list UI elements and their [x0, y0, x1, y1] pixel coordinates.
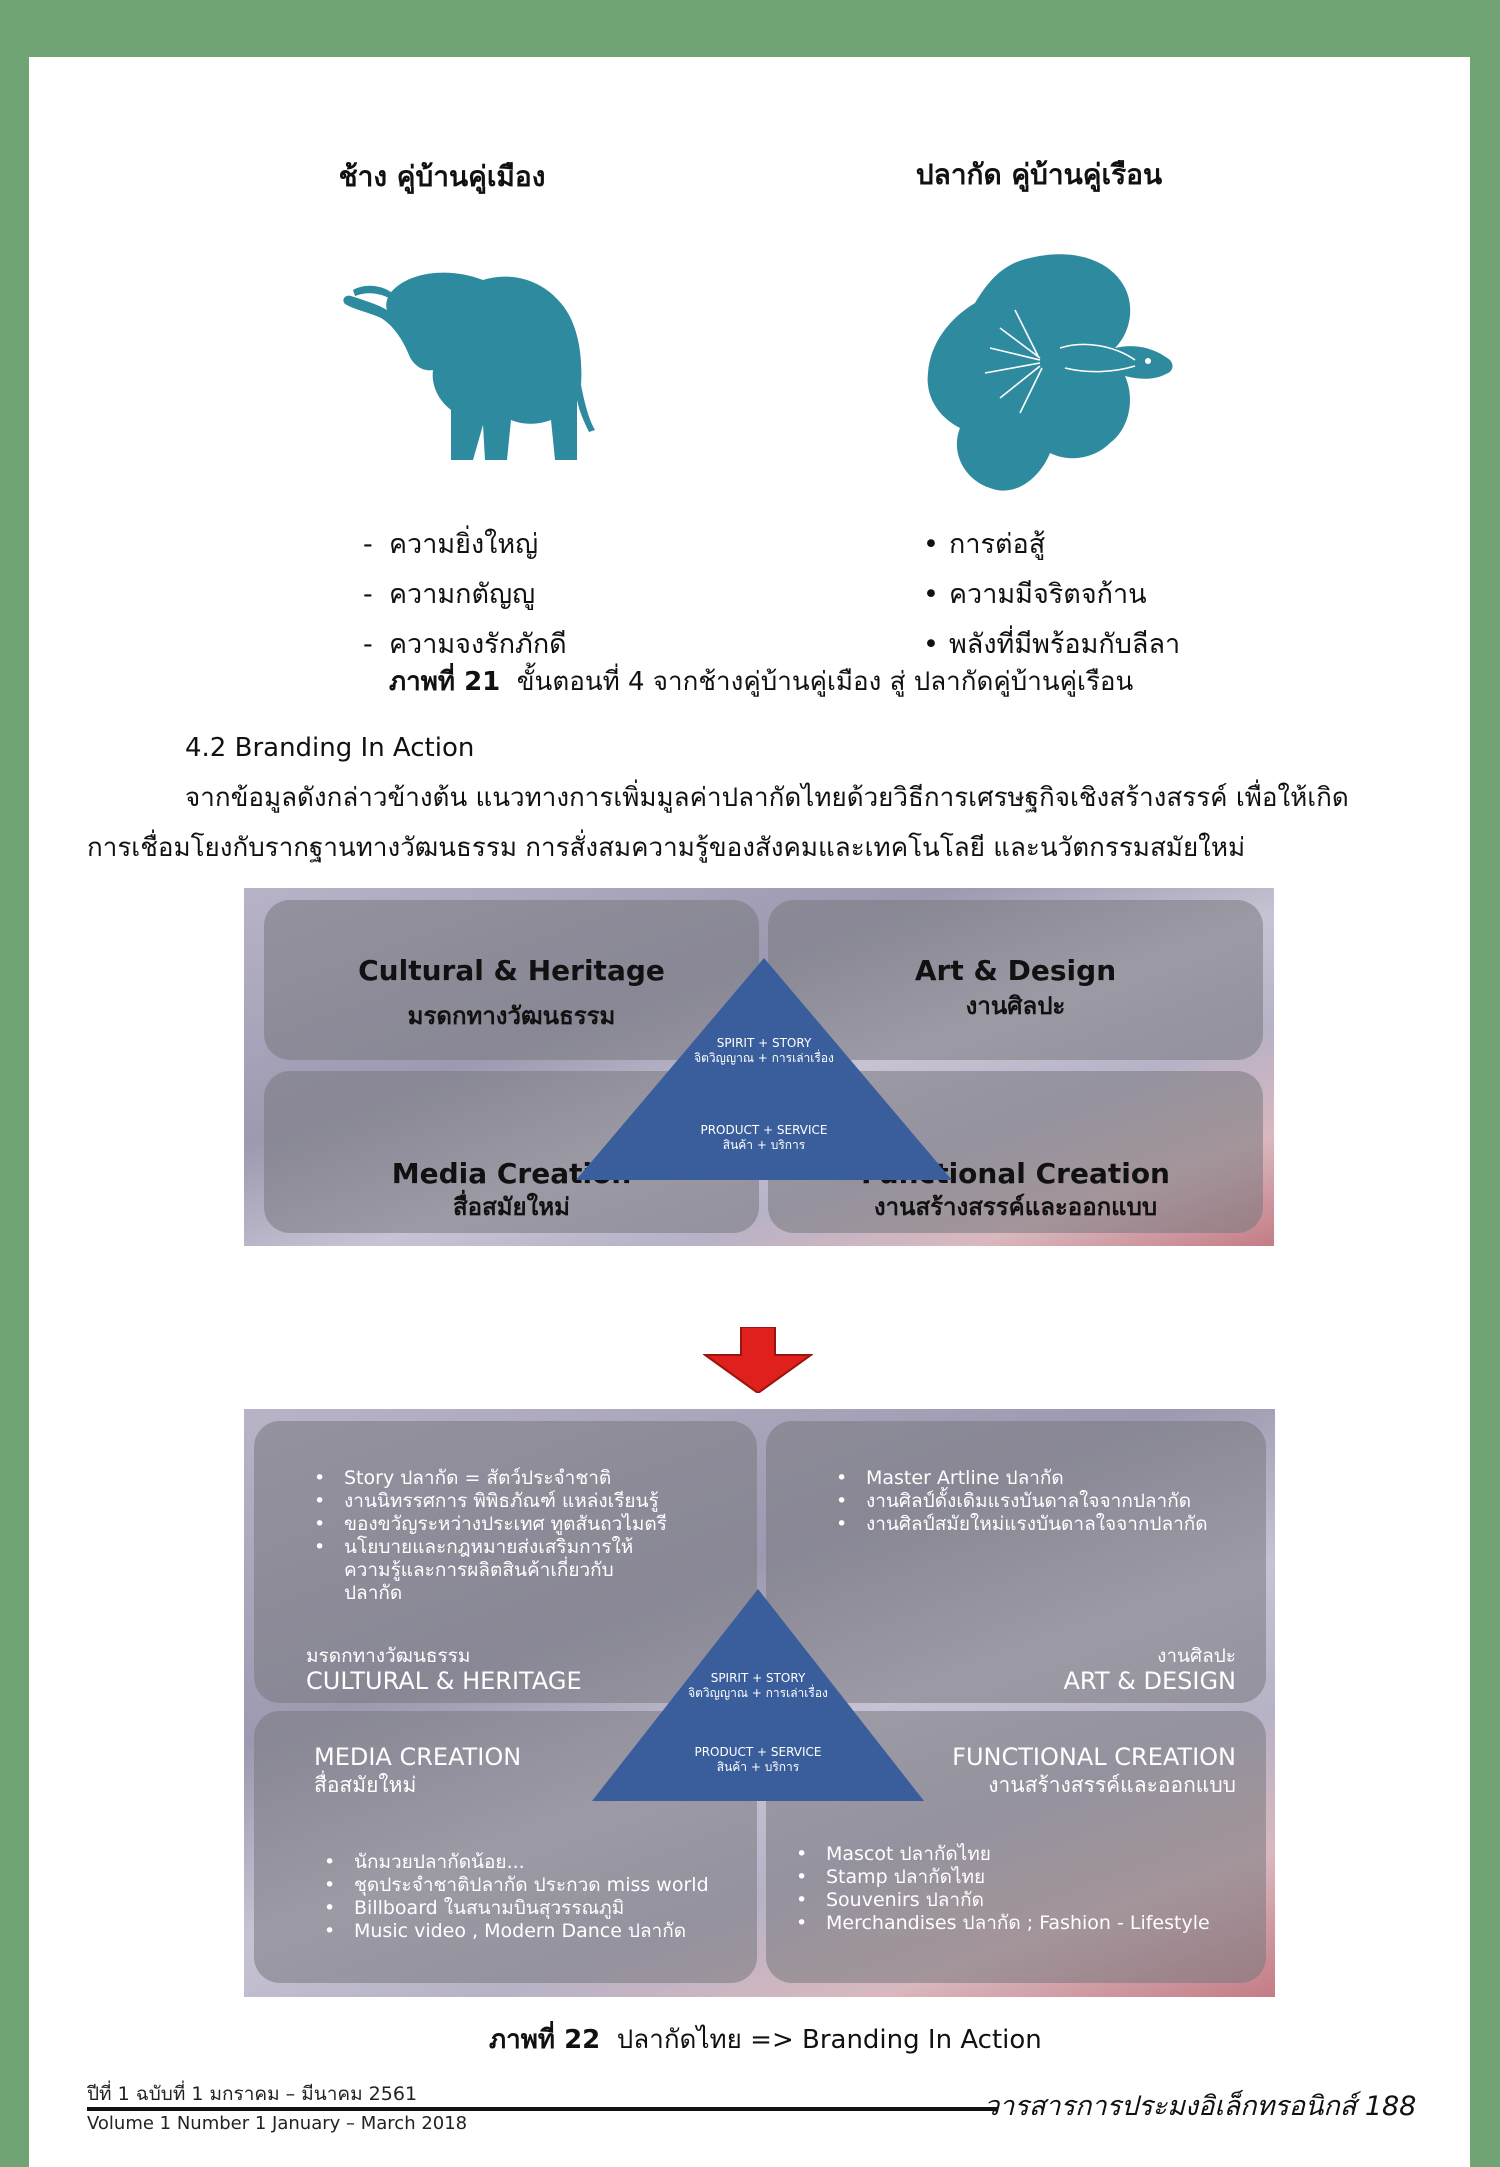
- list-item: •นโยบายและกฎหมายส่งเสริมการให้ความรู้และ…: [314, 1536, 634, 1604]
- betta-traits-list: •การต่อสู้ •ความมีจริตจก้าน •พลังที่มีพร…: [923, 520, 1180, 670]
- list-item: •งานนิทรรศการ พิพิธภัณฑ์ แหล่งเรียนรู้: [314, 1490, 659, 1512]
- section-heading: 4.2 Branding In Action: [185, 733, 475, 763]
- betta-title: ปลากัด คู่บ้านคู่เรือน: [915, 158, 1163, 191]
- paragraph-line-1: จากข้อมูลดังกล่าวข้างต้น แนวทางการเพิ่มม…: [185, 783, 1349, 813]
- list-item: •Story ปลากัด = สัตว์ประจำชาติ: [314, 1467, 612, 1489]
- list-item: •Music video , Modern Dance ปลากัด: [324, 1920, 687, 1942]
- list-item: •Stamp ปลากัดไทย: [796, 1866, 986, 1888]
- list-item: •พลังที่มีพร้อมกับลีลา: [923, 629, 1181, 660]
- branding-in-action-diagram: •Story ปลากัด = สัตว์ประจำชาติ •งานนิทรร…: [244, 1409, 1275, 1997]
- media-items-list: •นักมวยปลากัดน้อย... •ชุดประจำชาติปลากัด…: [324, 1851, 744, 1943]
- document-page: ช้าง คู่บ้านคู่เมือง ปลากัด คู่บ้านคู่เร…: [29, 57, 1470, 2167]
- list-item: •Souvenirs ปลากัด: [796, 1889, 984, 1911]
- list-item: •Mascot ปลากัดไทย: [796, 1843, 991, 1865]
- panel-art-design-detail: •Master Artline ปลากัด •งานศิลป์ดั้งเดิม…: [766, 1421, 1266, 1703]
- list-item: -ความจงรักภักดี: [363, 629, 567, 660]
- art-items-list: •Master Artline ปลากัด •งานศิลป์ดั้งเดิม…: [836, 1467, 1256, 1536]
- list-item: -ความกตัญญู: [363, 579, 536, 610]
- figure-21-caption: ภาพที่ 21 ขั้นตอนที่ 4 จากช้างคู่บ้านคู่…: [389, 667, 1134, 697]
- elephant-title: ช้าง คู่บ้านคู่เมือง: [338, 160, 546, 193]
- footer-rule: [87, 2107, 997, 2111]
- list-item: •ชุดประจำชาติปลากัด ประกวด miss world: [324, 1874, 709, 1896]
- list-item: •ของขวัญระหว่างประเทศ ทูตสันถวไมตรี: [314, 1513, 667, 1535]
- figure-22-caption: ภาพที่ 22 ปลากัดไทย => Branding In Actio…: [489, 2025, 1042, 2055]
- footer-issue-english: Volume 1 Number 1 January – March 2018: [87, 2113, 468, 2134]
- list-item: •นักมวยปลากัดน้อย...: [324, 1851, 525, 1873]
- list-item: •Merchandises ปลากัด ; Fashion - Lifesty…: [796, 1912, 1210, 1934]
- betta-fish-icon: [927, 254, 1173, 491]
- cultural-items-list: •Story ปลากัด = สัตว์ประจำชาติ •งานนิทรร…: [314, 1467, 714, 1605]
- list-item: •การต่อสู้: [923, 529, 1046, 560]
- paragraph-line-2: การเชื่อมโยงกับรากฐานทางวัฒนธรรม การสั่ง…: [87, 833, 1246, 863]
- creative-economy-diagram: Cultural & Heritage มรดกทางวัฒนธรรม Art …: [244, 888, 1274, 1246]
- footer-issue-thai: ปีที่ 1 ฉบับที่ 1 มกราคม – มีนาคม 2561: [87, 2083, 418, 2105]
- arrow-down-icon: [703, 1327, 813, 1393]
- list-item: •Billboard ในสนามบินสุวรรณภูมิ: [324, 1897, 625, 1919]
- panel-cultural-heritage: Cultural & Heritage มรดกทางวัฒนธรรม: [264, 900, 759, 1060]
- panel-art-design: Art & Design งานศิลปะ: [768, 900, 1263, 1060]
- list-item: •งานศิลป์สมัยใหม่แรงบันดาลใจจากปลากัด: [836, 1513, 1208, 1535]
- list-item: •ความมีจริตจก้าน: [923, 579, 1147, 610]
- functional-items-list: •Mascot ปลากัดไทย •Stamp ปลากัดไทย •Souv…: [796, 1843, 1256, 1935]
- spirit-product-triangle-2: [592, 1589, 924, 1801]
- list-item: •Master Artline ปลากัด: [836, 1467, 1064, 1489]
- panel-cultural-heritage-detail: •Story ปลากัด = สัตว์ประจำชาติ •งานนิทรร…: [254, 1421, 757, 1703]
- spirit-product-triangle: [576, 958, 952, 1180]
- elephant-icon: [343, 272, 595, 460]
- list-item: -ความยิ่งใหญ่: [363, 529, 539, 560]
- list-item: •งานศิลป์ดั้งเดิมแรงบันดาลใจจากปลากัด: [836, 1490, 1192, 1512]
- footer-journal-title: วารสารการประมงอิเล็กทรอนิกส์ 188: [984, 2091, 1417, 2122]
- elephant-traits-list: -ความยิ่งใหญ่ -ความกตัญญู -ความจงรักภักด…: [363, 520, 567, 670]
